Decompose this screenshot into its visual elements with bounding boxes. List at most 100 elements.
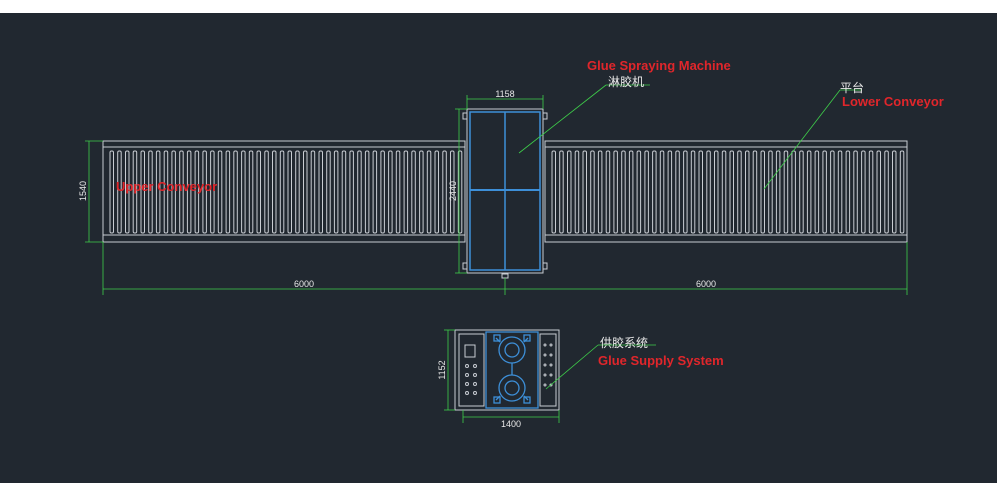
conveyor-roller [171, 150, 176, 234]
lower-conveyor [544, 140, 908, 243]
conveyor-roller [287, 150, 292, 234]
conveyor-roller [295, 150, 300, 234]
conveyor-roller [403, 150, 409, 234]
conveyor-roller [248, 150, 254, 234]
conveyor-roller [457, 150, 463, 234]
conveyor-roller [822, 150, 827, 234]
conveyor-roller [140, 150, 145, 234]
conveyor-roller [155, 150, 161, 234]
dim-supply-width: 1400 [501, 419, 521, 429]
conveyor-roller [729, 150, 734, 234]
conveyor-roller [326, 150, 331, 234]
conveyor-roller [256, 150, 261, 234]
upper-conveyor-frame [102, 140, 466, 243]
conveyor-roller [125, 150, 130, 234]
conveyor-roller [395, 150, 401, 234]
conveyor-roller [279, 150, 285, 234]
glue-spraying-machine-cn-label: 淋胶机 [608, 74, 644, 89]
conveyor-roller [388, 150, 393, 234]
conveyor-roller [659, 150, 665, 234]
conveyor-roller [613, 150, 618, 234]
conveyor-roller [210, 150, 215, 234]
conveyor-roller [442, 150, 447, 234]
conveyor-roller [364, 150, 370, 234]
conveyor-roller [683, 150, 688, 234]
conveyor-roller [760, 150, 765, 234]
conveyor-roller [434, 150, 439, 234]
conveyor-roller [551, 150, 556, 234]
upper-conveyor-label: Upper Conveyor [116, 179, 217, 194]
conveyor-roller [861, 150, 866, 234]
conveyor-roller [411, 150, 416, 234]
conveyor-roller [450, 150, 455, 234]
conveyor-roller [310, 150, 316, 234]
conveyor-roller [349, 150, 354, 234]
conveyor-roller [179, 150, 184, 234]
glue-supply-system-cn-label: 供胶系统 [600, 335, 648, 350]
conveyor-roller [799, 150, 804, 234]
glue-spraying-machine [462, 108, 548, 279]
lower-conveyor-cn-label: 平台 [840, 80, 864, 95]
conveyor-roller [783, 150, 789, 234]
conveyor-roller [372, 150, 378, 234]
conveyor-roller [791, 150, 796, 234]
conveyor-roller [567, 150, 572, 234]
cad-drawing-canvas: 1158 2440 1540 6000 6000 1152 1400 Glue … [0, 13, 997, 483]
conveyor-roller [745, 150, 750, 234]
conveyor-roller [132, 150, 138, 234]
conveyor-roller [714, 150, 719, 234]
dimension-texts: 1158 2440 1540 6000 6000 1152 1400 [78, 89, 716, 429]
conveyor-roller [202, 150, 207, 234]
dimension-lines [85, 95, 908, 423]
cad-drawing: 1158 2440 1540 6000 6000 1152 1400 Glue … [78, 58, 944, 429]
conveyor-roller [109, 150, 114, 234]
conveyor-roller [217, 150, 223, 234]
upper-conveyor [102, 140, 466, 243]
conveyor-roller [675, 150, 680, 234]
conveyor-roller [752, 150, 758, 234]
conveyor-roller [341, 150, 347, 234]
conveyor-roller [318, 150, 323, 234]
conveyor-roller [621, 150, 626, 234]
conveyor-roller [303, 150, 308, 234]
conveyor-roller [419, 150, 424, 234]
conveyor-roller [233, 150, 238, 234]
conveyor-roller [899, 150, 905, 234]
conveyor-roller [590, 150, 595, 234]
lower-conveyor-label: Lower Conveyor [842, 94, 944, 109]
conveyor-roller [264, 150, 269, 234]
conveyor-roller [706, 150, 711, 234]
conveyor-roller [117, 150, 122, 234]
conveyor-roller [380, 150, 385, 234]
conveyor-roller [837, 150, 843, 234]
conveyor-roller [148, 150, 153, 234]
dim-right-length: 6000 [696, 279, 716, 289]
conveyor-roller [737, 150, 742, 234]
dim-machine-width: 1158 [495, 89, 514, 99]
conveyor-roller [628, 150, 634, 234]
conveyor-roller [845, 150, 851, 234]
lower-conveyor-rollers [551, 150, 905, 234]
upper-conveyor-rollers [109, 150, 463, 234]
dim-conveyor-height: 1540 [78, 181, 88, 201]
conveyor-roller [333, 150, 339, 234]
conveyor-roller [574, 150, 580, 234]
conveyor-roller [892, 150, 897, 234]
conveyor-roller [186, 150, 192, 234]
conveyor-roller [830, 150, 835, 234]
leader-lines [518, 84, 862, 390]
glue-supply-system [454, 329, 560, 411]
conveyor-roller [721, 150, 727, 234]
conveyor-roller [636, 150, 642, 234]
conveyor-roller [644, 150, 649, 234]
conveyor-roller [357, 150, 362, 234]
glue-supply-system-label: Glue Supply System [598, 353, 724, 368]
dim-machine-height: 2440 [448, 181, 458, 201]
conveyor-roller [814, 150, 820, 234]
conveyor-roller [597, 150, 603, 234]
conveyor-roller [225, 150, 231, 234]
lower-conveyor-frame [544, 140, 908, 243]
conveyor-roller [868, 150, 874, 234]
conveyor-roller [582, 150, 587, 234]
conveyor-roller [876, 150, 881, 234]
